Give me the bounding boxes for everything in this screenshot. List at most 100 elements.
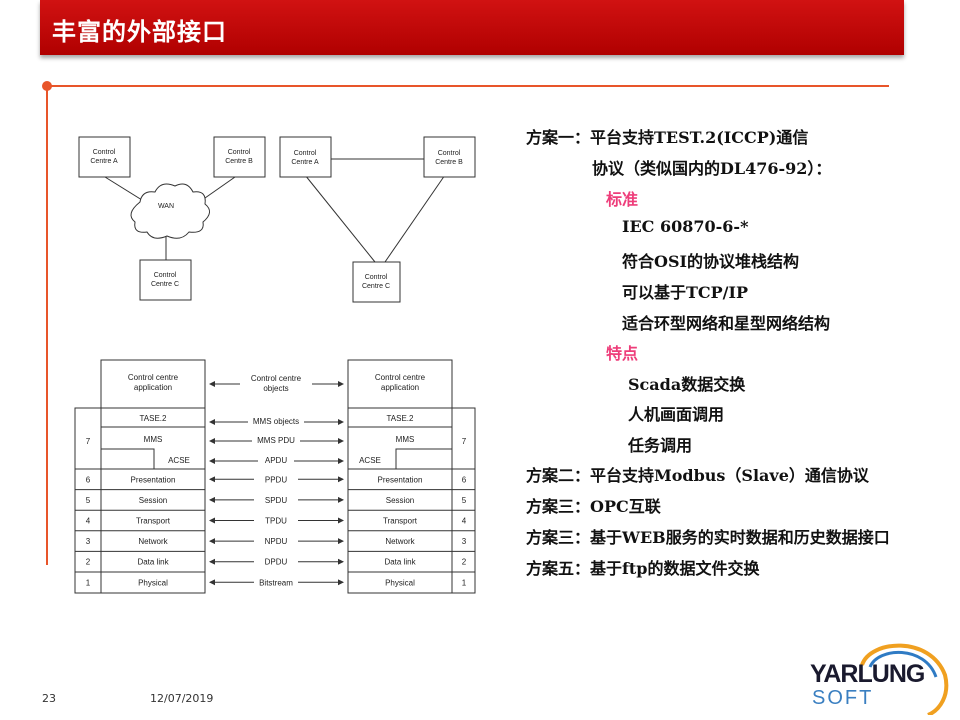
standard-heading: 标准 (606, 190, 639, 209)
pdu-label: PPDU (265, 475, 287, 484)
slide-date: 12/07/2019 (150, 692, 214, 705)
accent-line-horizontal (46, 85, 889, 87)
feature-item-3: 任务调用 (628, 436, 693, 455)
left-layer-number: 6 (86, 475, 91, 484)
right-mms: MMS (396, 435, 415, 444)
right-layer-name: Presentation (378, 475, 423, 484)
left-mms: MMS (144, 435, 163, 444)
left-layer-name: Physical (138, 578, 168, 587)
right-layer-number: 4 (462, 517, 467, 526)
lower-layers: 6 Presentation Presentation 6 PPDU 5 Session Se… (75, 473, 475, 588)
pdu-label: Bitstream (259, 578, 293, 587)
plan4-line: 方案三：基于WEB服务的实时数据和历史数据接口 (526, 528, 890, 547)
right-layer-number: 6 (462, 475, 467, 484)
pdu-mms-pdu: MMS PDU (257, 436, 295, 445)
left-app-box (100, 359, 206, 409)
right-layer-name: Transport (383, 517, 418, 526)
left-layer-name: Data link (137, 558, 169, 567)
features-heading: 特点 (606, 344, 639, 363)
wan-centre-c-box (139, 259, 192, 301)
pdu-label: SPDU (265, 496, 287, 505)
left-layer-number: 3 (86, 537, 91, 546)
left-layer-name: Transport (136, 517, 171, 526)
logo-text-soft: SOFT (812, 687, 874, 709)
left-stack-frame (74, 407, 206, 594)
logo-swoosh-icon (860, 643, 949, 715)
wan-cloud (130, 183, 210, 239)
pdu-label-bg (254, 514, 298, 526)
standard-item-3: 可以基于TCP/IP (622, 283, 749, 302)
right-layer-number: 3 (462, 537, 467, 546)
left-layer-name: Presentation (131, 475, 176, 484)
left-layer7-number: 7 (86, 437, 91, 446)
pdu-label: DPDU (265, 558, 288, 567)
pdu-label-bg (254, 555, 298, 567)
plan1-line1: 方案一：平台支持TEST.2(ICCP)通信 (526, 128, 809, 147)
right-acse: ACSE (359, 456, 381, 465)
standard-item-4: 适合环型网络和星型网络结构 (622, 314, 831, 333)
left-tase2: TASE.2 (140, 414, 168, 423)
plan5-line: 方案五：基于ftp的数据文件交换 (526, 559, 760, 578)
right-stack-frame (347, 407, 476, 594)
title-bar: 丰富的外部接口 (40, 0, 904, 55)
left-acse: ACSE (168, 456, 190, 465)
right-layer7-number: 7 (462, 437, 467, 446)
pdu-label-bg (254, 576, 298, 588)
right-layer-name: Network (385, 537, 415, 546)
star-centre-b-box (423, 136, 476, 178)
standard-item-2: 符合OSI的协议堆栈结构 (622, 252, 799, 271)
right-layer-name: Session (386, 496, 414, 505)
plan2-line: 方案二：平台支持Modbus（Slave）通信协议 (526, 466, 869, 485)
slide-title: 丰富的外部接口 (52, 18, 227, 46)
standard-item-1: IEC 60870-6-* (622, 217, 749, 236)
page-number: 23 (42, 692, 56, 705)
logo-text-yarlung: YARLUNG (810, 660, 925, 688)
left-layer-number: 2 (86, 558, 91, 567)
feature-item-2: 人机画面调用 (628, 405, 725, 424)
left-layer-name: Session (139, 496, 167, 505)
right-layer-name: Data link (384, 558, 416, 567)
right-layer-name: Physical (385, 578, 415, 587)
star-centre-c-box (352, 261, 401, 303)
app-objects-bg (240, 373, 312, 395)
wan-centre-b-box (213, 136, 266, 178)
star-centre-a-box (279, 136, 332, 178)
right-layer-number: 1 (462, 578, 467, 587)
pdu-label-bg (254, 493, 298, 505)
left-layer-number: 4 (86, 517, 91, 526)
left-layer-number: 5 (86, 496, 91, 505)
plan3-line: 方案三：OPC互联 (526, 497, 661, 516)
accent-line-vertical (46, 85, 48, 565)
left-layer-number: 1 (86, 578, 91, 587)
pdu-label: NPDU (265, 537, 288, 546)
right-app-box (347, 359, 453, 409)
yarlung-logo: YARLUNG SOFT (800, 635, 950, 715)
pdu-label-bg (254, 473, 298, 485)
wan-cloud-label: WAN (158, 203, 174, 210)
pdu-mms-objects: MMS objects (253, 417, 299, 426)
feature-item-1: Scada数据交换 (628, 375, 746, 394)
wan-centre-a-box (78, 136, 131, 178)
right-layer-number: 2 (462, 558, 467, 567)
plan1-line2: 协议（类似国内的DL476-92）： (592, 159, 832, 178)
right-layer-number: 5 (462, 496, 467, 505)
accent-dot (42, 81, 52, 91)
pdu-label: TPDU (265, 517, 287, 526)
pdu-label-bg (254, 535, 298, 547)
pdu-apdu: APDU (265, 456, 287, 465)
left-layer-name: Network (138, 537, 168, 546)
right-tase2: TASE.2 (387, 414, 415, 423)
